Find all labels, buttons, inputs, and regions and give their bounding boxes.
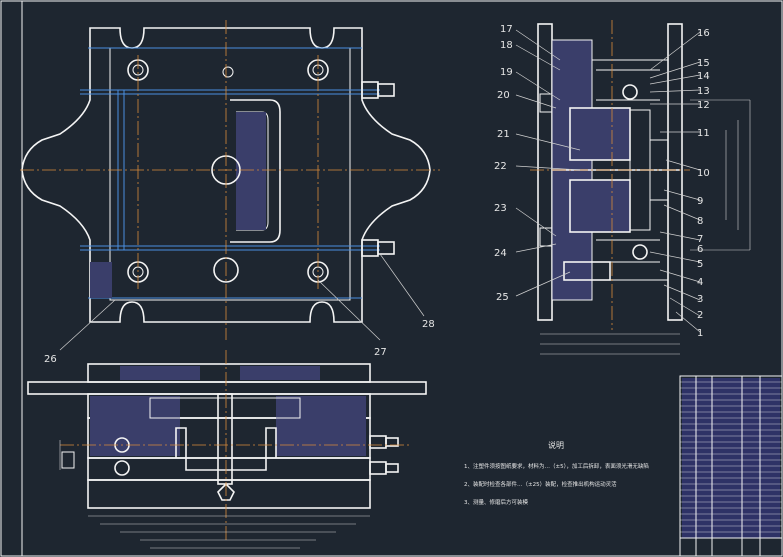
label-19: 19 <box>500 67 513 78</box>
table-rows <box>680 381 782 533</box>
label-3: 3 <box>697 294 703 305</box>
label-21: 21 <box>497 129 510 140</box>
section-hatch-corner <box>90 262 112 298</box>
cavity-outline <box>230 99 281 243</box>
label-26: 26 <box>44 354 57 365</box>
notes-line-3: 3、测量、修磨后方可装模 <box>464 498 529 506</box>
guide-pillars <box>127 59 329 283</box>
notes-line-2: 2、装配时检查各部件…（±25）装配，检查推出机构运动灵活 <box>464 480 617 488</box>
label-4: 4 <box>697 277 703 288</box>
label-23: 23 <box>494 203 507 214</box>
fixed-plate <box>27 381 427 395</box>
side-section-view: 1 2 3 4 5 6 7 8 9 10 11 12 13 14 15 16 1… <box>494 20 751 355</box>
label-25: 25 <box>496 292 509 303</box>
side-dimensions <box>540 99 751 355</box>
label-2: 2 <box>697 310 703 321</box>
label-6: 6 <box>697 244 703 255</box>
ejector-plate <box>563 261 611 281</box>
label-1: 1 <box>697 328 703 339</box>
support-plate <box>87 457 371 481</box>
label-15: 15 <box>697 58 710 69</box>
label-24: 24 <box>494 248 507 259</box>
technical-notes: 说明 1、注塑件须按图纸要求，材料为…（±5），加工后拆卸，表面须光滑无缺陷 2… <box>464 440 649 506</box>
label-22: 22 <box>494 161 507 172</box>
top-view: 26 27 28 <box>20 20 440 365</box>
label-5: 5 <box>697 259 703 270</box>
label-13: 13 <box>697 86 710 97</box>
label-11: 11 <box>697 128 710 139</box>
label-12: 12 <box>697 100 710 111</box>
label-7: 7 <box>697 234 703 245</box>
label-28: 28 <box>422 319 435 330</box>
label-9: 9 <box>697 196 703 207</box>
label-20: 20 <box>497 90 510 101</box>
front-section-view <box>27 350 427 549</box>
ejector-pin <box>217 482 235 501</box>
clamp-plate-outline <box>21 27 431 323</box>
parts-list-table <box>679 375 783 557</box>
notes-line-1: 1、注塑件须按图纸要求，材料为…（±5），加工后拆卸，表面须光滑无缺陷 <box>464 462 649 470</box>
label-17: 17 <box>500 24 513 35</box>
water-fittings <box>361 81 395 257</box>
notes-title: 说明 <box>548 440 564 450</box>
label-16: 16 <box>697 28 710 39</box>
label-8: 8 <box>697 216 703 227</box>
label-27: 27 <box>374 347 387 358</box>
ejector-housing <box>87 479 371 509</box>
side-clamp-plate-left <box>537 23 553 321</box>
cavity-hatch <box>236 112 266 230</box>
label-10: 10 <box>697 168 710 179</box>
front-dimensions <box>59 440 370 549</box>
label-18: 18 <box>500 40 513 51</box>
label-14: 14 <box>697 71 710 82</box>
